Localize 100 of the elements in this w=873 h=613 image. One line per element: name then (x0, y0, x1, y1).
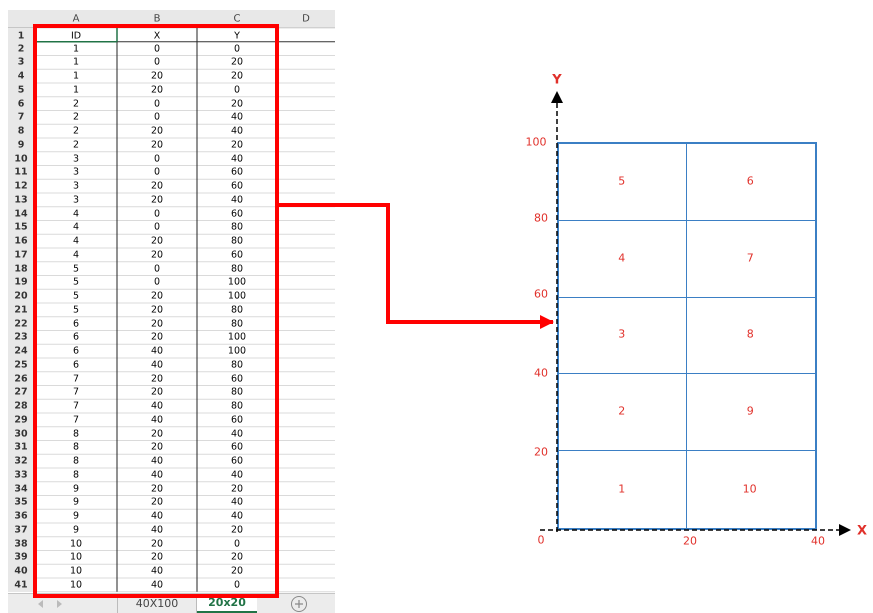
row-number: 4 (18, 70, 24, 82)
row-number: 40 (14, 566, 28, 577)
row-number: 35 (14, 496, 28, 508)
row-number: 26 (14, 373, 28, 384)
cell-value: 8 (72, 469, 80, 480)
cell-value: 40 (230, 153, 244, 164)
cell-value: 5 (72, 290, 80, 302)
cell-value: 0 (154, 222, 160, 233)
cell-value: 0 (154, 112, 160, 123)
cell-value: 60 (230, 166, 244, 178)
row-number: 19 (14, 276, 28, 288)
element-number: 6 (746, 175, 754, 186)
cell-value: 3 (72, 153, 80, 164)
row-number: 41 (14, 579, 28, 590)
tick-label: 40 (534, 368, 548, 378)
cell-value: 1 (72, 70, 80, 82)
cell-value: 100 (228, 276, 246, 288)
cell-value: 5 (72, 263, 80, 274)
row-number: 20 (14, 290, 28, 302)
cell-value: 80 (230, 386, 244, 398)
cell-value: 5 (72, 276, 80, 288)
row-number: 25 (14, 359, 28, 370)
cell-value: 20 (150, 236, 164, 247)
cell-value: 40 (230, 126, 244, 137)
cell-value: 20 (150, 373, 164, 384)
column-letter: A (72, 14, 80, 24)
cell-value: 20 (150, 304, 164, 316)
row-number: 37 (14, 524, 28, 536)
row-number: 8 (18, 126, 24, 137)
row-number: 27 (14, 386, 28, 398)
cell-value: 3 (72, 166, 80, 178)
cell-value: 20 (150, 180, 164, 192)
row-number: 10 (14, 153, 28, 164)
tick-label: 40 (811, 536, 825, 546)
tick-label: 20 (683, 536, 697, 546)
cell-value: 5 (72, 304, 80, 316)
cell-value: 40 (150, 524, 164, 536)
cell-value: 20 (230, 483, 244, 494)
column-letter: C (234, 14, 240, 24)
row-number: 3 (18, 56, 24, 68)
row-number: 29 (14, 414, 28, 426)
cell-value: 20 (230, 98, 244, 110)
cell-value: 10 (70, 552, 82, 563)
row-number: 22 (14, 318, 28, 330)
cell-value: 1 (72, 84, 80, 96)
mesh-element (559, 144, 687, 221)
element-number: 5 (618, 175, 626, 186)
cell-value: 10 (70, 538, 82, 550)
cell-value: 8 (72, 442, 80, 453)
element-number: 3 (618, 328, 626, 340)
row-number: 34 (14, 483, 28, 494)
cell-value: 80 (230, 263, 244, 274)
cell-value: 60 (230, 249, 244, 260)
row-number: 24 (14, 346, 28, 357)
cell-value: 0 (234, 43, 240, 54)
cell-value: 60 (230, 373, 244, 384)
cell-value: 8 (72, 428, 80, 440)
cell-value: 20 (150, 538, 164, 550)
column-header: X (154, 30, 160, 42)
row-number: 16 (14, 236, 28, 247)
column-header: ID (70, 30, 82, 42)
cell-value: 9 (72, 524, 80, 536)
cell-value: 2 (72, 139, 80, 150)
cell-value: 20 (150, 249, 164, 260)
cell-value: 0 (154, 208, 160, 220)
row-number: 28 (14, 400, 28, 412)
cell-value: 20 (230, 139, 244, 150)
cell-value: 100 (228, 332, 246, 343)
cell-value: 8 (72, 456, 80, 467)
row-number: 14 (14, 208, 28, 220)
axis-title: Y (552, 74, 562, 86)
cell-value: 40 (150, 359, 164, 370)
row-number: 5 (18, 84, 24, 96)
cell-value: 80 (230, 359, 244, 370)
cell-value: 20 (150, 442, 164, 453)
element-number: 9 (746, 406, 754, 417)
cell-value: 20 (150, 483, 164, 494)
row-number: 33 (14, 469, 28, 480)
element-number: 4 (618, 252, 626, 264)
tick-label: 100 (526, 136, 546, 148)
cell-value: 40 (150, 510, 164, 522)
cell-value: 20 (150, 318, 164, 330)
element-number: 7 (746, 252, 754, 264)
cell-value: 2 (72, 112, 80, 123)
row-number: 32 (14, 456, 28, 467)
row-number: 36 (14, 510, 28, 522)
cell-value: 100 (228, 290, 246, 302)
cell-value: 60 (230, 180, 244, 192)
cell-value: 20 (230, 566, 244, 577)
cell-value: 40 (230, 469, 244, 480)
cell-value: 40 (230, 112, 244, 123)
cell-value: 40 (150, 566, 164, 577)
row-number: 30 (14, 428, 28, 440)
cell-value: 4 (72, 236, 80, 247)
cell-value: 7 (72, 400, 80, 412)
cell-value: 7 (72, 386, 80, 398)
cell-value: 20 (150, 194, 164, 206)
cell-value: 40 (230, 194, 244, 206)
axis-title: X (856, 526, 868, 536)
cell-value: 10 (70, 579, 82, 590)
